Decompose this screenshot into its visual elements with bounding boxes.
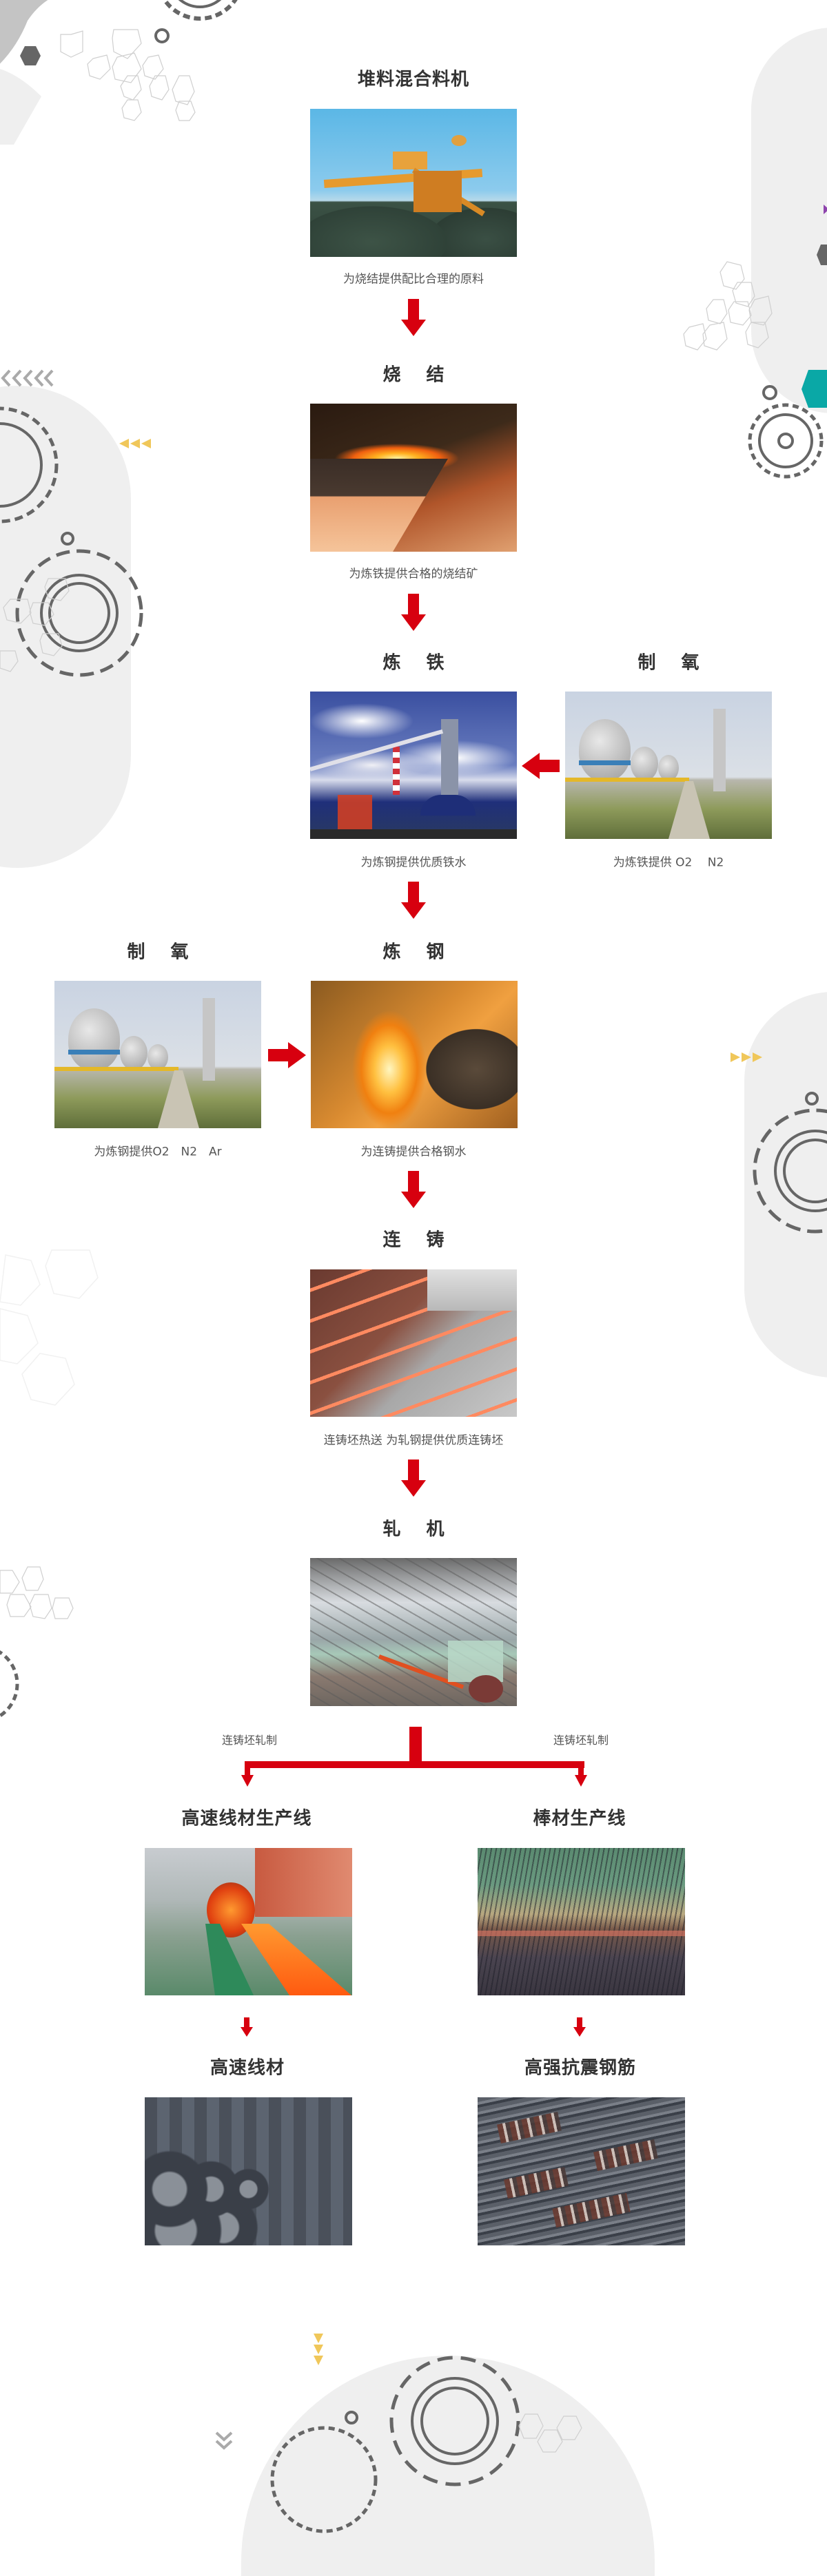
arrow-down-icon [401, 1171, 426, 1209]
sintering-machine-photo [310, 404, 517, 552]
arrow-right-icon [268, 1042, 306, 1068]
hexagon-icon [817, 245, 827, 265]
triangles-down-icon [314, 2334, 323, 2365]
step-title-steelmaking: 炼 钢 [382, 942, 454, 963]
arrow-down-icon [241, 1775, 254, 1787]
hexagon-pattern [0, 1566, 74, 1619]
hexagon-pattern [683, 261, 773, 351]
hexagon-pattern [518, 2413, 582, 2453]
gear-outline-icon [748, 385, 824, 479]
step-title-stacker: 堆料混合料机 [357, 69, 470, 90]
arrow-down-icon [401, 882, 426, 920]
step-caption-steelmaking: 为连铸提供合格钢水 [360, 1145, 467, 1159]
line-title-wire-rod: 高速线材生产线 [181, 1808, 312, 1829]
triangles-right-icon [731, 1052, 762, 1062]
chevrons-down-icon [215, 2431, 233, 2450]
hexagon-pattern [0, 578, 70, 672]
arrow-down-icon [401, 299, 426, 337]
step-title-ironmaking: 炼 铁 [382, 652, 454, 674]
wire-rod-line-photo [145, 1848, 352, 1995]
rebar-bundles-photo [478, 2097, 685, 2245]
step-title-oxygen-iron: 制 氧 [637, 652, 709, 674]
blast-furnace-photo [310, 692, 517, 839]
step-caption-oxygen-iron: 为炼铁提供 O2 N2 [613, 855, 724, 870]
step-title-casting: 连 铸 [382, 1229, 454, 1251]
step-caption-ironmaking: 为炼钢提供优质铁水 [360, 855, 467, 870]
step-caption-sintering: 为炼铁提供合格的烧结矿 [349, 567, 478, 581]
arrow-left-icon [522, 753, 560, 779]
hexagon-icon [20, 46, 41, 65]
arrow-down-icon [575, 1775, 587, 1787]
bucket-wheel-stacker-photo [310, 109, 517, 257]
gear-outline-icon [270, 2356, 520, 2533]
hexagon-icon [802, 370, 827, 408]
oxygen-plant-photo [54, 981, 261, 1128]
oxygen-plant-photo [565, 692, 772, 839]
branch-label-left: 连铸坯轧制 [221, 1734, 278, 1747]
gear-icon [0, 0, 48, 145]
continuous-caster-photo [310, 1269, 517, 1417]
line-title-bar: 棒材生产线 [533, 1808, 626, 1829]
step-title-oxygen-steel: 制 氧 [127, 942, 198, 963]
arrow-down-icon [573, 2017, 586, 2037]
step-caption-casting: 连铸坯热送 为轧钢提供优质连铸坯 [323, 1433, 504, 1448]
gear-outline-icon [753, 1092, 827, 1234]
hexagon-pattern [0, 1249, 99, 1406]
chevrons-left-icon [1, 369, 54, 387]
rolling-mill-photo [310, 1558, 517, 1706]
bar-line-photo [478, 1848, 685, 1995]
gear-outline-icon [154, 0, 238, 43]
step-title-sintering: 烧 结 [382, 364, 454, 386]
arrow-down-icon [401, 1460, 426, 1497]
step-caption-oxygen-steel: 为炼钢提供O2 N2 Ar [94, 1145, 222, 1159]
branch-label-right: 连铸坯轧制 [553, 1734, 609, 1747]
product-title-rebar: 高强抗震钢筋 [524, 2057, 637, 2079]
wire-rod-coils-photo [145, 2097, 352, 2245]
step-caption-stacker: 为烧结提供配比合理的原料 [343, 272, 484, 287]
gear-outline-icon [0, 406, 143, 677]
converter-pouring-photo [311, 981, 518, 1128]
gear-outline-icon [0, 1650, 19, 1718]
arrow-down-icon [401, 594, 426, 632]
arrow-down-icon [241, 2017, 253, 2037]
step-title-rolling: 轧 机 [382, 1519, 454, 1540]
hexagon-pattern [60, 29, 196, 121]
product-title-wire-rod: 高速线材 [210, 2057, 285, 2079]
triangle-icon [824, 205, 827, 214]
triangles-left-icon [119, 439, 151, 448]
